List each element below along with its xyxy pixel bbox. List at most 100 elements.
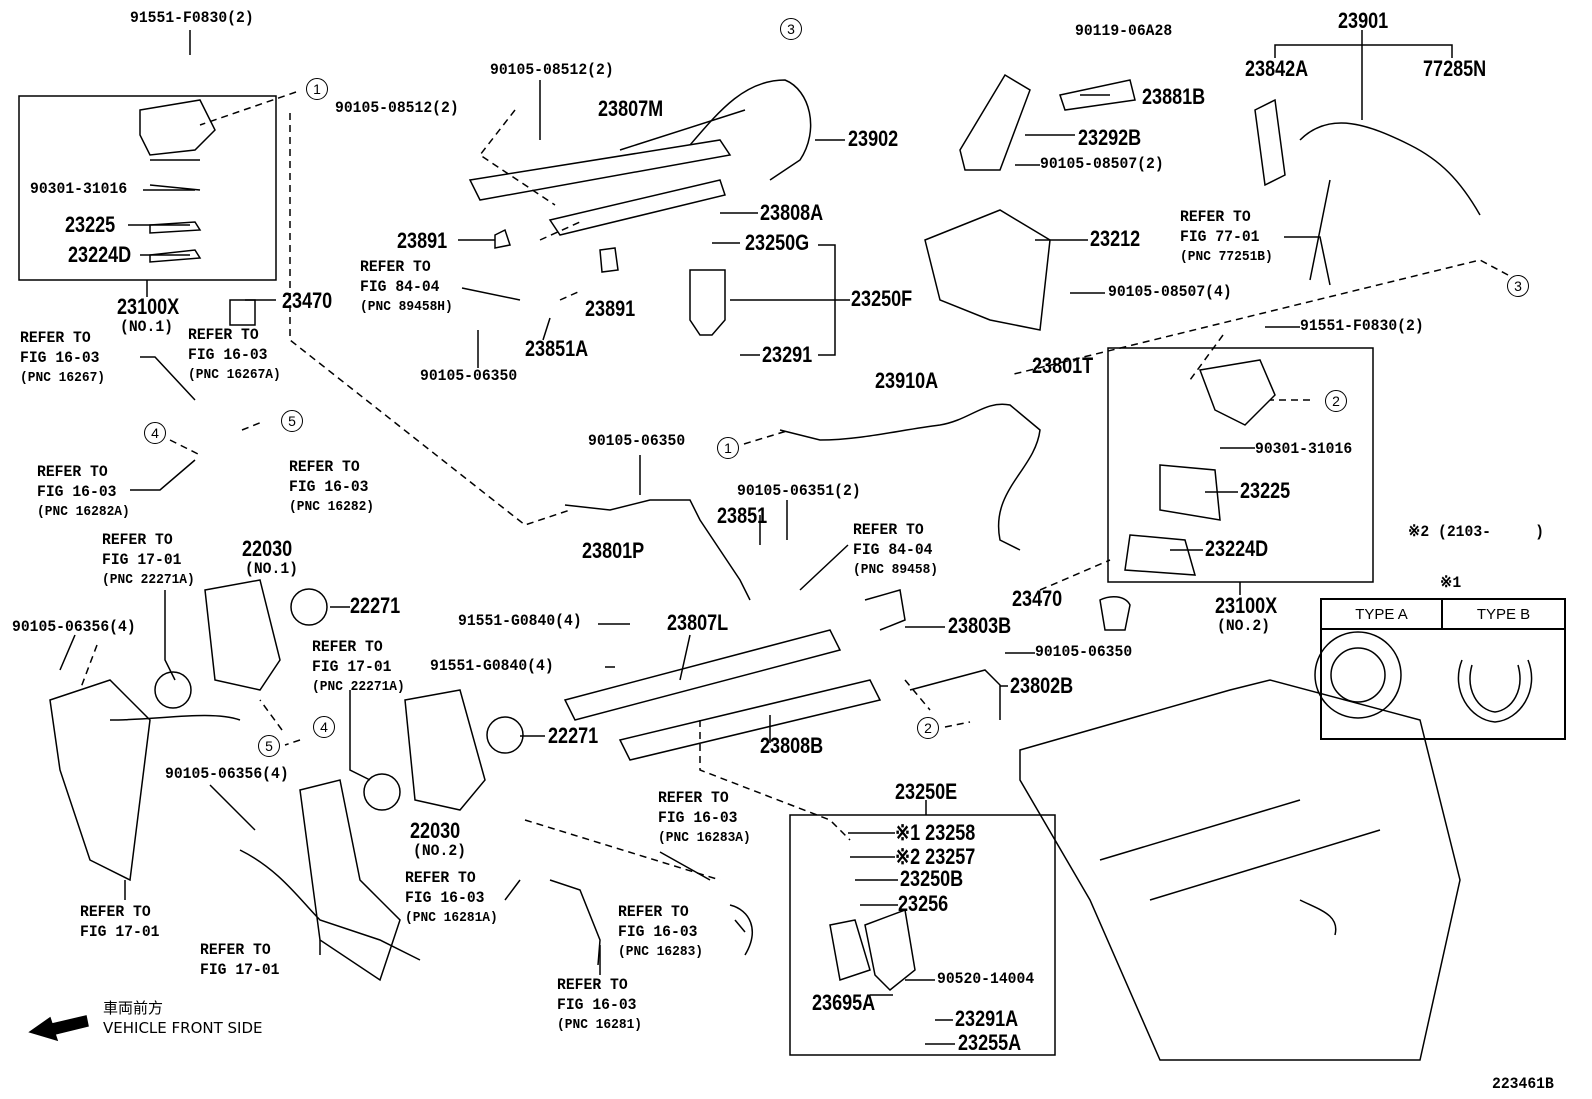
fig-reference: FIG 17-01 [102, 551, 182, 569]
figure-reference[interactable]: REFER TO FIG 16-03 (PNC 16281A) [405, 868, 498, 928]
part-number-label: (NO.1) [245, 560, 299, 578]
part-number-label: 22030 [410, 818, 461, 843]
part-number-label: 91551-F0830(2) [1300, 317, 1424, 335]
part-number-label: 23100X [1215, 593, 1278, 618]
part-number-label: 23250E [895, 779, 958, 804]
part-number-label: 90105-06356(4) [12, 618, 136, 636]
part-number-label: 23695A [812, 990, 876, 1015]
part-number-label: 23807M [598, 96, 664, 121]
part-number-label: ※1 23258 [895, 820, 976, 845]
part-number-label: 23250G [745, 230, 810, 255]
clip-type-legend: TYPE A TYPE B [1320, 598, 1566, 740]
part-number-label: 23891 [397, 228, 448, 253]
pnc-reference: (PNC 89458) [853, 562, 939, 578]
part-number-label: 23807L [667, 610, 729, 635]
part-number-label: 23225 [65, 212, 116, 237]
callout-circle: 2 [917, 717, 939, 739]
figure-reference[interactable]: REFER TO FIG 16-03 (PNC 16282A) [37, 462, 130, 522]
group-box-23250e [789, 814, 1056, 1056]
callout-circle: 4 [313, 716, 335, 738]
fig-reference: FIG 16-03 [20, 349, 100, 367]
part-number-label: 23910A [875, 368, 939, 393]
part-number-label: (NO.2) [1217, 617, 1271, 635]
refer-to-text: REFER TO [1180, 208, 1251, 226]
pnc-reference: (PNC 16282A) [37, 504, 130, 520]
pnc-reference: (PNC 16281) [557, 1017, 643, 1033]
part-number-label: ※2 23257 [895, 844, 976, 869]
vehicle-front-label: 車両前方 VEHICLE FRONT SIDE [103, 998, 263, 1038]
legend-marker: ※1 [1440, 574, 1462, 592]
fig-reference: FIG 84-04 [360, 278, 440, 296]
pnc-reference: (PNC 16283A) [658, 830, 751, 846]
refer-to-text: REFER TO [37, 463, 108, 481]
refer-to-text: REFER TO [289, 458, 360, 476]
fig-reference: FIG 17-01 [312, 658, 392, 676]
part-number-label: 23881B [1142, 84, 1206, 109]
part-number-label: 23291A [955, 1006, 1019, 1031]
part-number-label: 90105-08507(4) [1108, 283, 1232, 301]
callout-circle: 1 [717, 437, 739, 459]
pnc-reference: (PNC 22271A) [312, 679, 405, 695]
figure-reference[interactable]: REFER TO FIG 84-04 (PNC 89458H) [360, 257, 453, 317]
refer-to-text: REFER TO [102, 531, 173, 549]
part-number-label: 23470 [1012, 586, 1063, 611]
part-number-label: 23225 [1240, 478, 1291, 503]
callout-circle: 4 [144, 422, 166, 444]
fig-reference: FIG 16-03 [658, 809, 738, 827]
part-number-label: 23100X [117, 294, 180, 319]
fig-reference: FIG 16-03 [37, 483, 117, 501]
fig-reference: FIG 16-03 [405, 889, 485, 907]
pnc-reference: (PNC 77251B) [1180, 249, 1273, 265]
part-number-label: 90105-08512(2) [490, 61, 614, 79]
part-number-label: 23292B [1078, 125, 1142, 150]
part-number-label: 23902 [848, 126, 899, 151]
bracket-23901 [1274, 30, 1453, 120]
vehicle-front-jp: 車両前方 [103, 999, 164, 1017]
pnc-reference: (PNC 16281A) [405, 910, 498, 926]
part-number-label: 91551-G0840(4) [430, 657, 554, 675]
part-number-label: 23801P [582, 538, 645, 563]
refer-to-text: REFER TO [557, 976, 628, 994]
part-number-label: 90301-31016 [1255, 440, 1353, 458]
part-number-label: 90105-06350 [588, 432, 686, 450]
part-number-label: 91551-F0830(2) [130, 9, 254, 27]
part-number-label: 23901 [1338, 8, 1389, 33]
part-number-label: 77285N [1423, 56, 1487, 81]
refer-to-text: REFER TO [188, 326, 259, 344]
part-number-label: 23801T [1032, 353, 1094, 378]
part-number-label: ※2 (2103- ) [1408, 523, 1545, 541]
part-number-label: 23842A [1245, 56, 1309, 81]
part-number-label: 90105-06350 [420, 367, 518, 385]
part-number-label: 90301-31016 [30, 180, 128, 198]
refer-to-text: REFER TO [405, 869, 476, 887]
pnc-reference: (PNC 89458H) [360, 299, 453, 315]
refer-to-text: REFER TO [618, 903, 689, 921]
part-number-label: 23224D [1205, 536, 1269, 561]
arrow-left-icon [28, 1015, 89, 1042]
callout-circle: 2 [1325, 390, 1347, 412]
legend-type-a: TYPE A [1322, 600, 1443, 630]
part-number-label: 23802B [1010, 673, 1074, 698]
part-number-label: 23291 [762, 342, 813, 367]
callout-circle: 3 [780, 18, 802, 40]
part-number-label: 23255A [958, 1030, 1022, 1055]
refer-to-text: REFER TO [80, 903, 151, 921]
part-number-label: 23808B [760, 733, 824, 758]
part-shapes [49, 73, 1533, 1061]
part-number-label: 22271 [350, 593, 401, 618]
refer-to-text: REFER TO [360, 258, 431, 276]
